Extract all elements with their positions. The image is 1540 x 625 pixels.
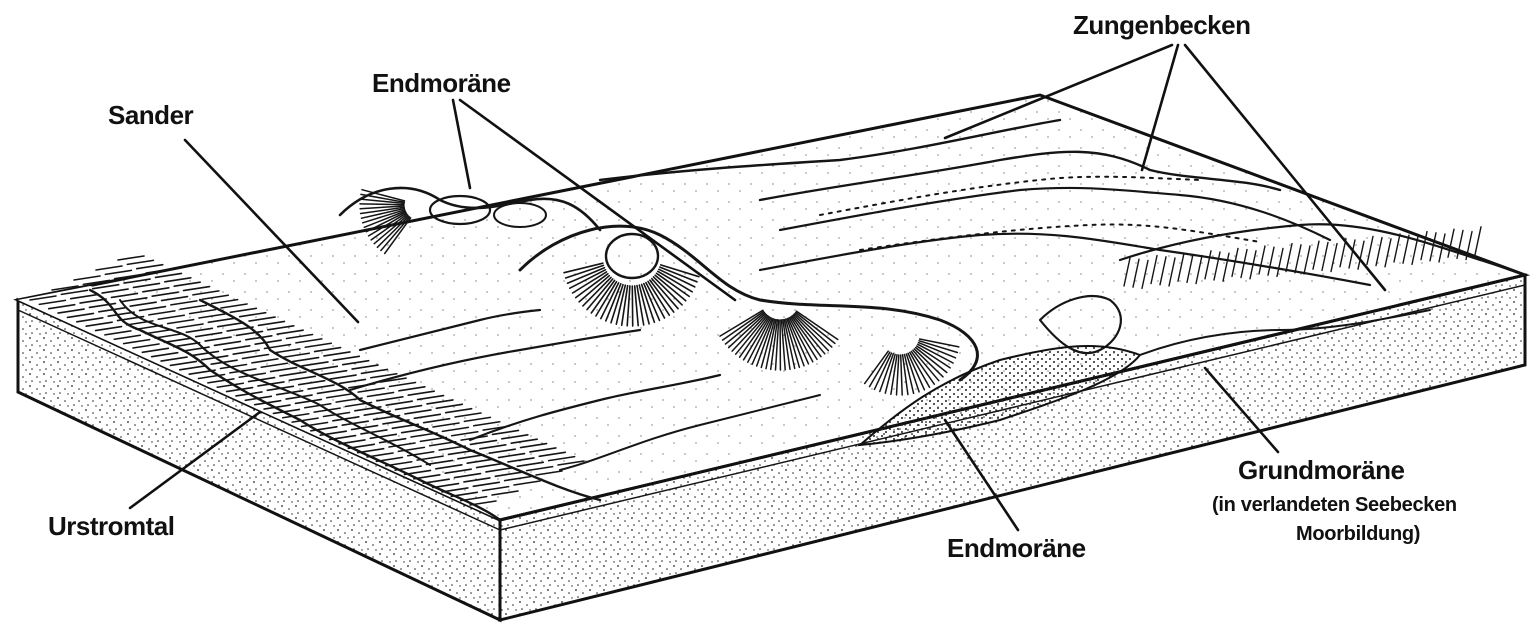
valley-hatch-line [127, 260, 153, 264]
valley-hatch-line [105, 270, 131, 274]
moraine-hachure [360, 204, 404, 205]
label-grundmoraene-note-1: (in verlandeten Seebecken [1212, 494, 1457, 516]
valley-hatch-line [96, 266, 122, 270]
right-hachure [1475, 227, 1481, 255]
label-grundmoraene: Grundmoräne [1238, 455, 1404, 485]
label-endmoraene-bottom: Endmoräne [947, 533, 1086, 563]
leader-endmoraene-top-1 [453, 100, 470, 188]
valley-hatch-line [137, 265, 163, 269]
label-grundmoraene-note-2: Moorbildung) [1296, 523, 1420, 545]
valley-hatch-line [74, 276, 100, 280]
label-urstromtal: Urstromtal [48, 511, 174, 541]
valley-hatch-line [118, 256, 144, 260]
label-zungenbecken: Zungenbecken [1073, 10, 1250, 40]
label-sander: Sander [108, 100, 194, 130]
label-endmoraene-top: Endmoräne [372, 68, 511, 98]
